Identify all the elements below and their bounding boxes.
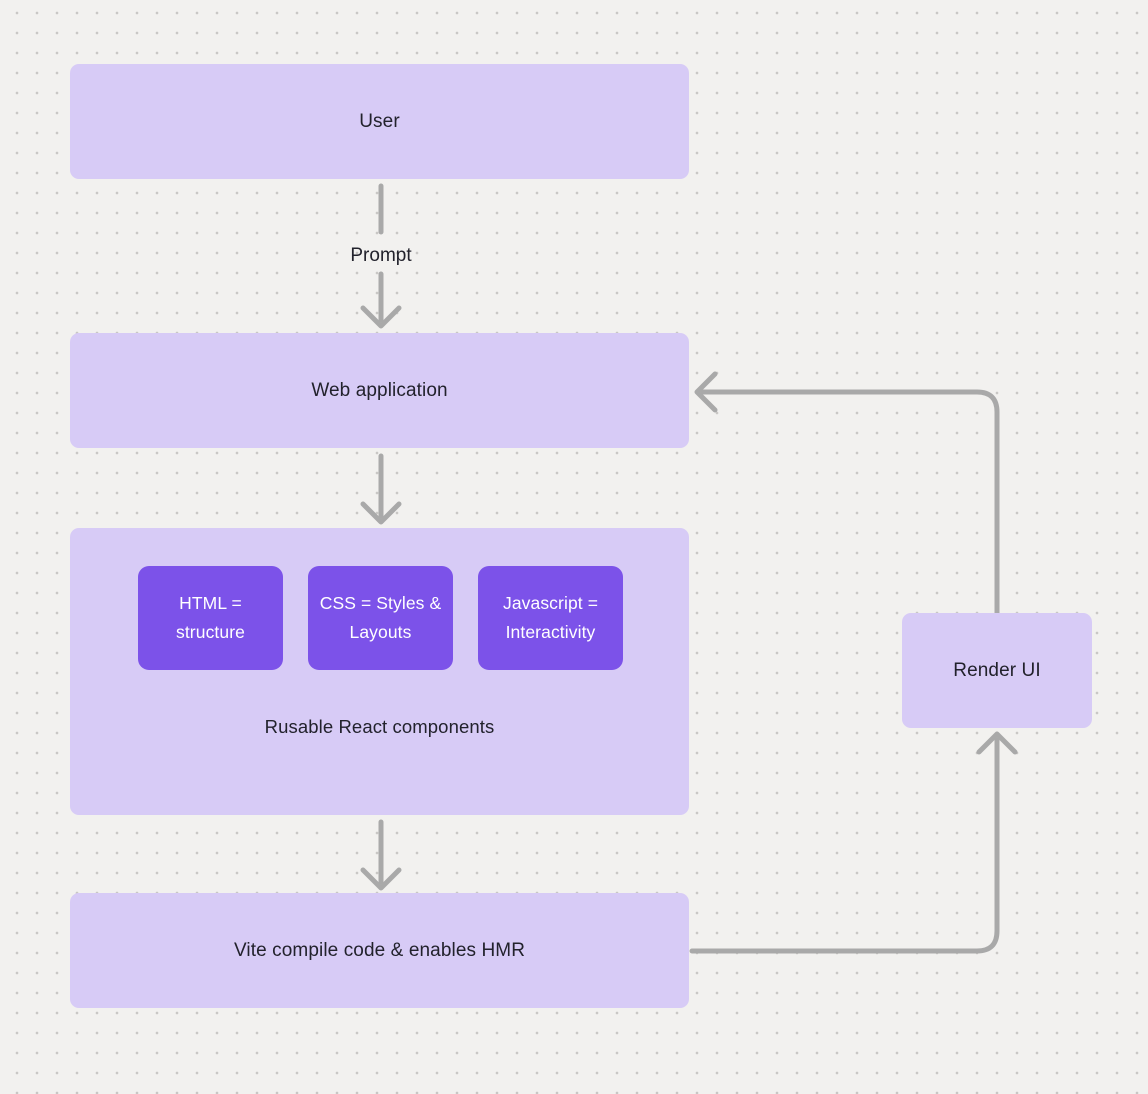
chip-javascript: Javascript = Interactivity <box>478 566 623 670</box>
node-vite: Vite compile code & enables HMR <box>70 893 689 1008</box>
node-web-application: Web application <box>70 333 689 448</box>
edge-components-to-vite <box>360 819 402 891</box>
chip-css-label: CSS = Styles & Layouts <box>319 593 442 642</box>
chip-html-label: HTML = structure <box>176 593 245 642</box>
edge-vite-to-render <box>689 731 1018 954</box>
node-render-ui-label: Render UI <box>953 659 1041 681</box>
node-user: User <box>70 64 689 179</box>
node-components-group: HTML = structure CSS = Styles & Layouts … <box>70 528 689 815</box>
node-web-application-label: Web application <box>311 379 448 401</box>
node-render-ui: Render UI <box>902 613 1092 728</box>
components-chip-row: HTML = structure CSS = Styles & Layouts … <box>138 566 623 670</box>
node-user-label: User <box>359 110 400 132</box>
node-vite-label: Vite compile code & enables HMR <box>233 939 526 961</box>
chip-javascript-label: Javascript = Interactivity <box>502 593 599 642</box>
edge-render-to-web <box>694 371 1000 616</box>
chip-html: HTML = structure <box>138 566 283 670</box>
edge-label-prompt: Prompt <box>350 245 412 266</box>
chip-css: CSS = Styles & Layouts <box>308 566 453 670</box>
components-group-caption: Rusable React components <box>264 716 495 737</box>
edge-web-to-components <box>360 453 402 525</box>
